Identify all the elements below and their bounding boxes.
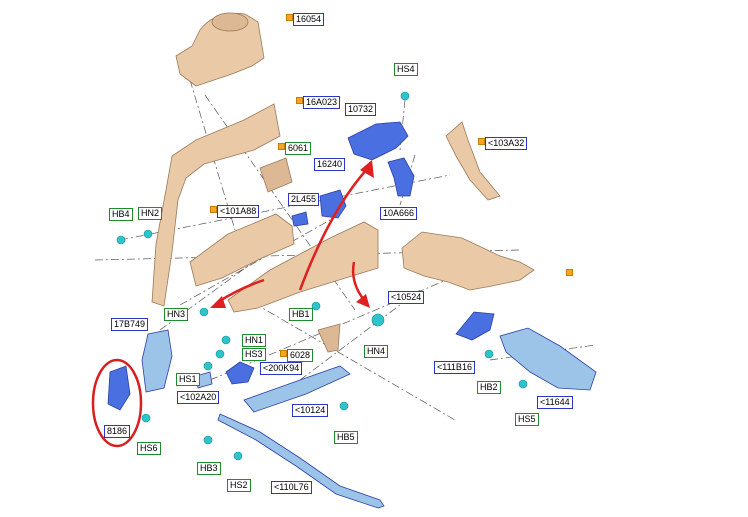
- fastener-hs3: [215, 349, 225, 359]
- fastener-hn2: [143, 229, 153, 239]
- highlight-circle: [91, 358, 143, 448]
- label-111B16: <111B16: [434, 361, 475, 374]
- marker-16A023: [296, 97, 303, 104]
- fastener-hn4: [371, 313, 385, 327]
- strut-tower-top: [175, 12, 265, 87]
- arrow-down: [351, 261, 365, 301]
- label-103A32: <103A32: [485, 137, 528, 150]
- bar-10124: [243, 365, 351, 413]
- label-16054: 16054: [293, 13, 325, 26]
- label-hb3: HB3: [197, 462, 221, 475]
- red-arrowheads: [210, 160, 374, 308]
- bracket-111B16: [455, 311, 495, 341]
- fastener-hs4: [400, 91, 410, 101]
- label-110L76: <110L76: [271, 481, 312, 494]
- label-hb4: HB4: [109, 208, 133, 221]
- bracket-10732: [347, 121, 409, 161]
- bracket-2L455: [291, 211, 309, 227]
- apron-rail: [151, 103, 281, 307]
- label-10524: <10524: [388, 291, 425, 304]
- marker-6028: [280, 350, 287, 357]
- label-hn2: HN2: [138, 207, 163, 220]
- marker-right: [566, 269, 573, 276]
- blue-parts: [107, 121, 597, 509]
- fasteners: [116, 91, 528, 461]
- label-hb5: HB5: [334, 431, 358, 444]
- label-17B749: 17B749: [111, 318, 149, 331]
- bracket-6028: [317, 323, 341, 353]
- right-rail-upper: [445, 121, 501, 201]
- label-hs1: HS1: [176, 373, 200, 386]
- side-member: [227, 221, 379, 313]
- label-10A666: 10A666: [380, 207, 418, 220]
- label-hs2: HS2: [227, 479, 251, 492]
- label-6061: 6061: [285, 142, 312, 155]
- bracket-6061: [259, 157, 293, 193]
- fastener-hb3: [203, 435, 213, 445]
- fastener-hb5: [339, 401, 349, 411]
- bracket-16240: [319, 189, 347, 219]
- label-hn1: HN1: [242, 334, 267, 347]
- fastener-hs1: [203, 361, 213, 371]
- label-6028: 6028: [287, 349, 314, 362]
- fastener-hn3: [199, 307, 209, 317]
- fastener-hb2: [484, 349, 494, 359]
- arrow-up: [298, 167, 369, 291]
- label-200K94: <200K94: [260, 362, 303, 375]
- fastener-hb4: [116, 235, 126, 245]
- label-hb2: HB2: [477, 381, 501, 394]
- bracket-17B749: [141, 329, 173, 393]
- body-panels: [151, 12, 535, 353]
- wheelhouse-right: [401, 231, 535, 291]
- label-102A20: <102A20: [177, 391, 220, 404]
- fastener-hs5: [518, 379, 528, 389]
- label-16240: 16240: [314, 158, 346, 171]
- fastener-hb1: [311, 301, 321, 311]
- label-101A88: <101A88: [217, 205, 260, 218]
- label-hn3: HN3: [164, 308, 189, 321]
- label-hs3: HS3: [242, 348, 266, 361]
- marker-6061: [278, 143, 285, 150]
- bracket-8186: [107, 365, 131, 411]
- label-8186: 8186: [104, 425, 131, 438]
- label-16A023: 16A023: [303, 96, 341, 109]
- label-2L455: 2L455: [288, 193, 320, 206]
- fastener-hs6: [141, 413, 151, 423]
- label-10124: <10124: [292, 404, 329, 417]
- label-hn4: HN4: [364, 345, 389, 358]
- label-11644: <11644: [537, 396, 573, 409]
- fastener-hn1: [221, 335, 231, 345]
- strut-tower-cap: [211, 12, 249, 32]
- label-hs4: HS4: [394, 63, 418, 76]
- label-hb1: HB1: [289, 308, 313, 321]
- marker-101A88: [210, 206, 217, 213]
- reinforcement-11644: [499, 327, 597, 391]
- marker-16054: [286, 14, 293, 21]
- label-hs5: HS5: [515, 413, 539, 426]
- fastener-hs2: [233, 451, 243, 461]
- label-hs6: HS6: [137, 442, 161, 455]
- label-10732: 10732: [345, 103, 377, 116]
- marker-103A32: [478, 138, 485, 145]
- tube-110L76: [217, 413, 385, 509]
- bracket-10A666: [387, 157, 415, 197]
- bracket-200K94: [225, 361, 255, 385]
- inner-fender-panel: [189, 213, 295, 287]
